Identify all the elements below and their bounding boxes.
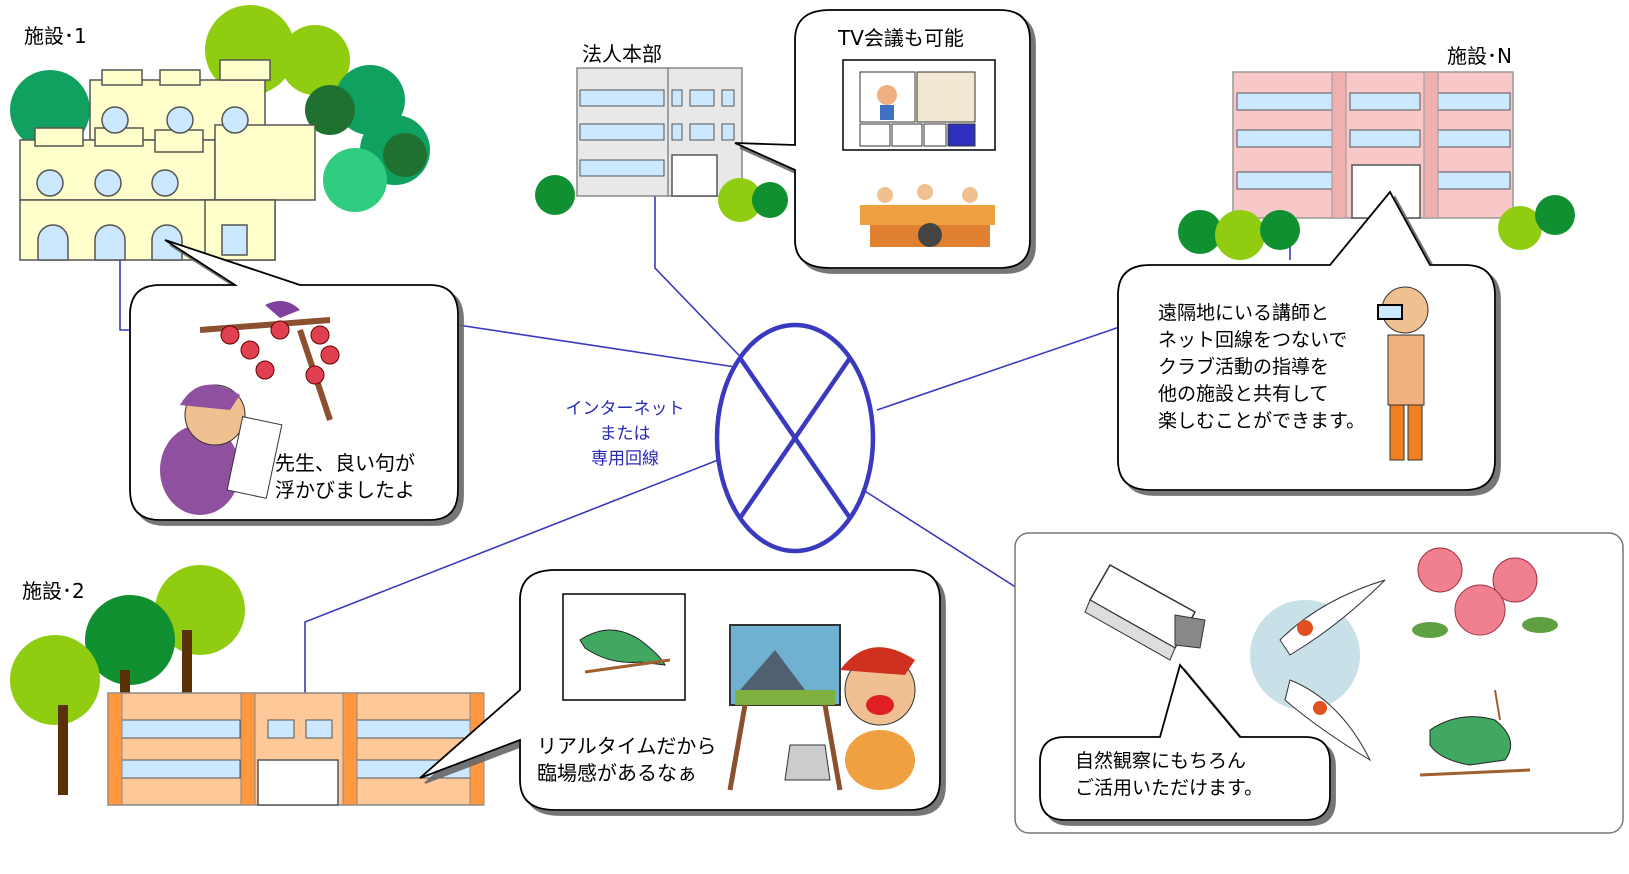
facility-n-illustration (1178, 71, 1575, 260)
camera-icon (1084, 563, 1206, 661)
facility-1-label: 施設･1 (24, 24, 87, 48)
realtime-text: リアルタイムだから 臨場感があるなぁ (537, 734, 717, 785)
hq-label: 法人本部 (582, 42, 662, 66)
headquarters-illustration (535, 67, 788, 222)
meeting-table-icon (860, 184, 995, 247)
network-label: インターネット または 専用回線 (565, 399, 685, 469)
nature-bubble (1039, 663, 1331, 821)
remote-teacher-illustration (1377, 286, 1429, 461)
facility-1-illustration (10, 5, 430, 261)
facility-2-illustration (10, 565, 485, 806)
painter-illustration (727, 624, 916, 791)
haiku-poet-illustration (160, 301, 340, 515)
haiku-text: 先生、良い句が 浮かびましたよ (275, 451, 415, 502)
tv-screen-icon (842, 59, 996, 151)
facility-n-label: 施設･N (1447, 44, 1512, 68)
remote-teaching-text: 遠隔地にいる講師と ネット回線をつないで クラブ活動の指導を 他の施設と共有して… (1158, 302, 1366, 432)
network-node-icon (714, 322, 876, 554)
nature-text: 自然観察にもちろん ご活用いただけます。 (1075, 750, 1264, 799)
facility-2-label: 施設･2 (22, 579, 85, 603)
nature-pictures-illustration (1250, 547, 1558, 777)
tv-meeting-text: TV会議も可能 (838, 26, 964, 50)
bird-picture-icon (562, 593, 686, 701)
